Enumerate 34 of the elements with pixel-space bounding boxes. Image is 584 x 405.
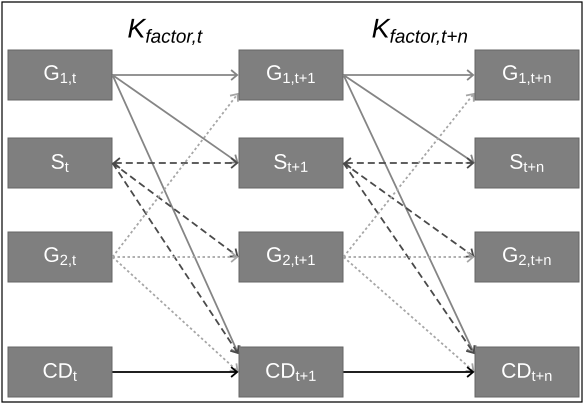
arrow (112, 157, 238, 169)
variable-box: G$_{1,t+1}$ (238, 50, 344, 100)
arrow (344, 157, 474, 169)
arrow (112, 162, 240, 354)
arrow (342, 256, 474, 372)
stage-label: K$_{factor,t}$ (128, 18, 203, 46)
arrow (112, 366, 238, 378)
arrow (342, 92, 475, 258)
stage-label: K$_{factor,t+n}$ (372, 18, 468, 46)
variable-box: G$_{2,t+1}$ (238, 232, 344, 282)
arrow (344, 69, 474, 81)
variable-box: CD$_{t+1}$ (238, 346, 344, 398)
variable-box: G$_{2,t+n}$ (474, 232, 580, 282)
arrow (112, 162, 238, 258)
arrow (112, 74, 241, 354)
arrow (112, 74, 238, 164)
variable-box: CD$_{t}$ (8, 346, 112, 398)
variable-box: S$_{t+1}$ (238, 138, 344, 188)
variable-box: G$_{2,t}$ (8, 232, 112, 282)
variable-box: G$_{1,t}$ (8, 50, 112, 100)
arrow (112, 256, 238, 372)
variable-box: S$_{t+n}$ (474, 138, 580, 188)
arrow (344, 366, 474, 378)
arrow (112, 69, 238, 81)
arrow (342, 162, 474, 258)
arrow (343, 74, 474, 164)
variable-box: S$_{t}$ (8, 138, 112, 188)
arrow (112, 251, 238, 263)
arrow (342, 74, 477, 354)
arrow (112, 92, 239, 258)
arrow (344, 251, 474, 263)
variable-box: G$_{1,t+n}$ (474, 50, 580, 100)
variable-box: CD$_{t+n}$ (474, 346, 580, 398)
arrow (342, 162, 476, 354)
